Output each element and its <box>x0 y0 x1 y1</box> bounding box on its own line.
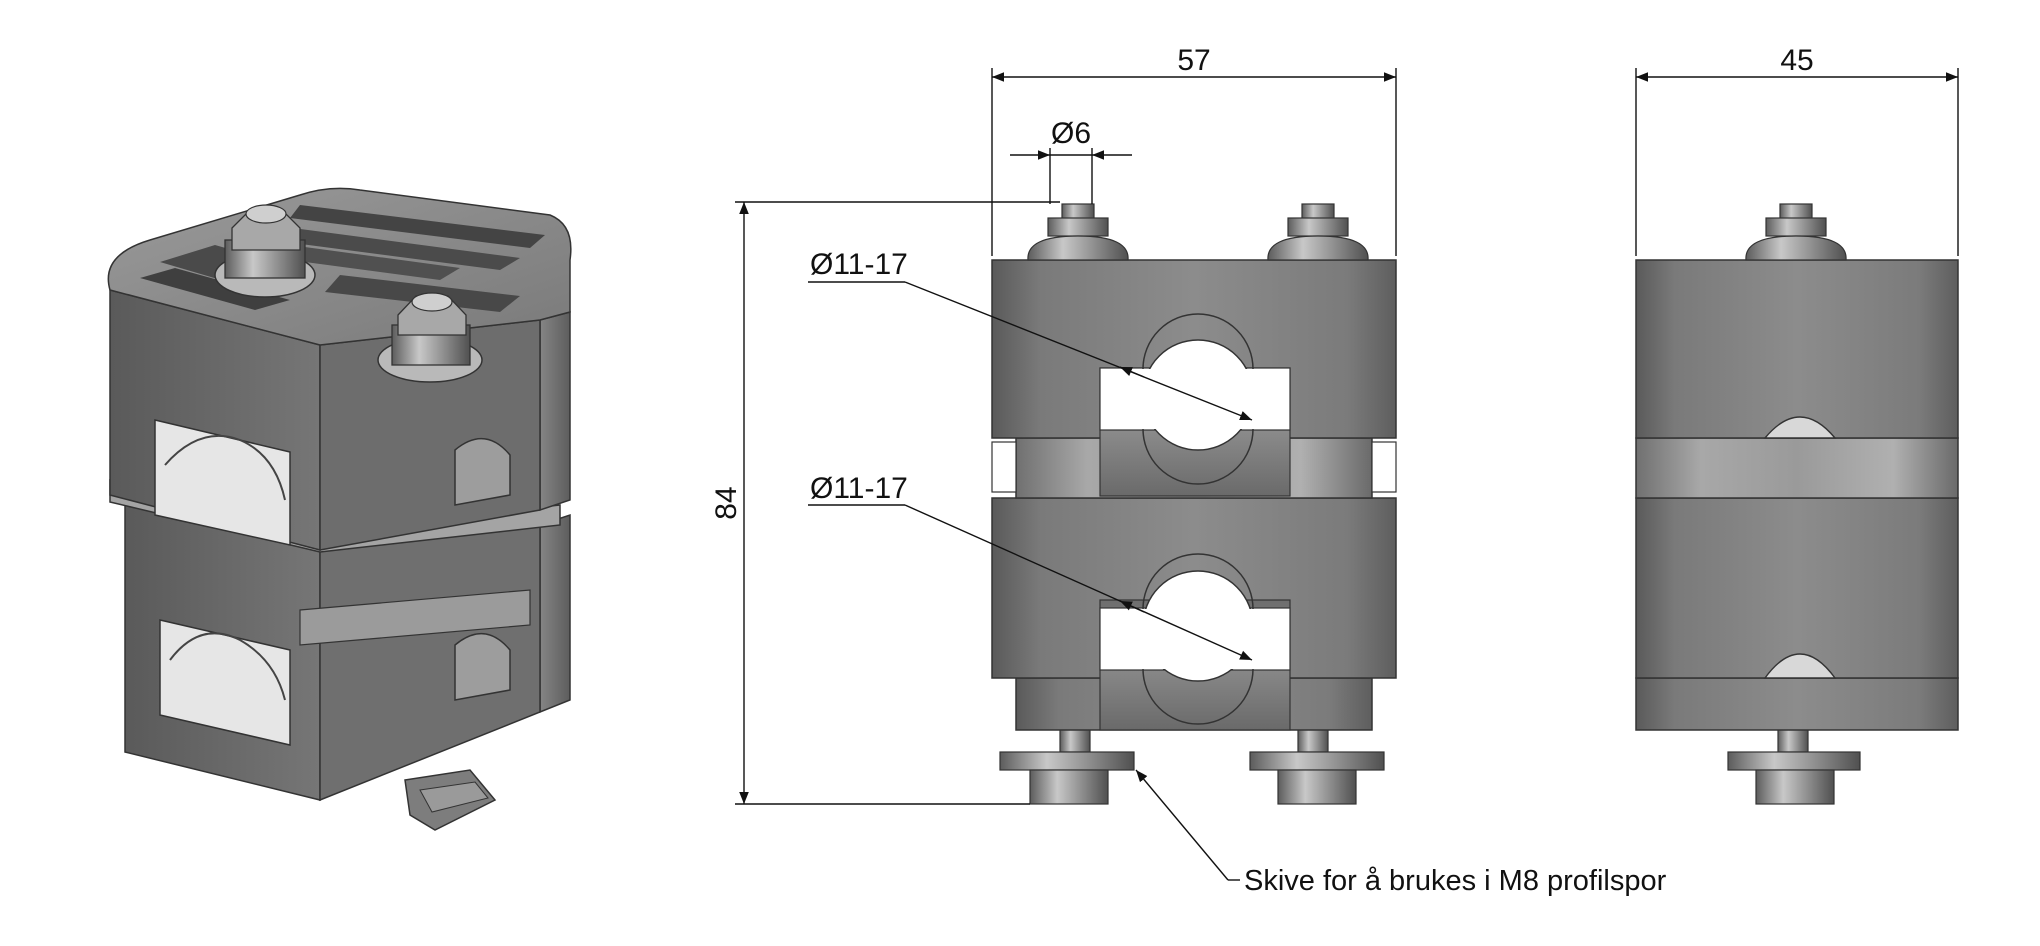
front-bottom-bolt-right <box>1249 727 1385 805</box>
front-top-bolt-right <box>1267 203 1369 261</box>
front-view <box>991 203 1397 805</box>
dimension-width-side: 45 <box>1635 44 1959 256</box>
dimension-width-front: 57 <box>991 44 1397 256</box>
dimension-clamp-upper: Ø11-17 <box>808 248 1253 421</box>
washer-leader: Skive for å brukes i M8 profilspor <box>1135 769 1667 897</box>
iso-bolt-rear <box>214 204 316 298</box>
dimension-bolt-diameter: Ø6 <box>1010 117 1132 204</box>
side-top-bolt <box>1745 203 1847 261</box>
clamp-lower-label: Ø11-17 <box>810 472 908 505</box>
iso-bolt-front <box>377 292 483 383</box>
bolt-diameter-label: Ø6 <box>1051 117 1091 150</box>
washer-note: Skive for å brukes i M8 profilspor <box>1244 865 1667 897</box>
front-bottom-bolt-left <box>999 727 1135 805</box>
height-label: 84 <box>710 486 743 519</box>
width-front-label: 57 <box>1177 44 1210 77</box>
dimension-height: 84 <box>710 201 1060 805</box>
isometric-view <box>107 187 572 831</box>
clamp-upper-label: Ø11-17 <box>810 248 908 281</box>
dimension-clamp-lower: Ø11-17 <box>808 472 1253 661</box>
side-bottom-bolt <box>1727 727 1861 805</box>
side-view <box>1635 203 1959 805</box>
width-side-label: 45 <box>1780 44 1813 77</box>
front-top-bolt-left <box>1027 203 1129 261</box>
